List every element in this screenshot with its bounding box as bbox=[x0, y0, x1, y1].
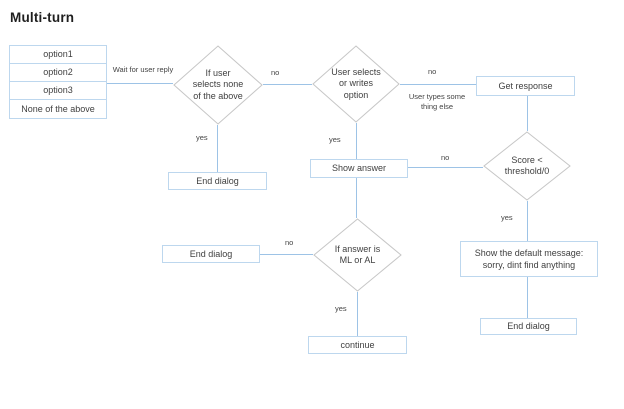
edge-decision2-to-showanswer bbox=[356, 123, 357, 160]
end-dialog-3-node: End dialog bbox=[480, 318, 577, 335]
edge-label-yes-4: yes bbox=[335, 304, 347, 313]
option-row: option3 bbox=[10, 82, 106, 100]
diamond-shape bbox=[173, 45, 263, 125]
edge-decision4-to-enddialog2 bbox=[260, 254, 313, 255]
show-answer-node: Show answer bbox=[310, 159, 408, 178]
edge-decision1-to-enddialog1 bbox=[217, 125, 218, 172]
decision-user-selects-label: User selects or writes option bbox=[331, 67, 381, 100]
edge-showanswer-to-decision4 bbox=[356, 178, 357, 218]
option-row: option1 bbox=[10, 46, 106, 64]
edge-label-user-types-else: User types some thing else bbox=[408, 92, 466, 112]
edge-label-yes-3: yes bbox=[501, 213, 513, 222]
edge-label-wait-for-user-reply: Wait for user reply bbox=[112, 65, 174, 74]
diamond-shape bbox=[313, 218, 402, 292]
decision-answer-ml-label: If answer is ML or AL bbox=[334, 243, 381, 265]
diamond-shape bbox=[312, 45, 400, 123]
edge-label-no-2: no bbox=[428, 67, 437, 76]
diamond-shape bbox=[483, 131, 571, 201]
edge-getresponse-to-decision3 bbox=[527, 96, 528, 131]
get-response-node: Get response bbox=[476, 76, 575, 96]
decision-user-selects-node: User selects or writes option bbox=[312, 45, 400, 123]
decision-answer-ml-node: If answer is ML or AL bbox=[313, 218, 402, 292]
page-title: Multi-turn bbox=[10, 10, 75, 25]
end-dialog-2-node: End dialog bbox=[162, 245, 260, 263]
edge-decision1-to-decision2 bbox=[263, 84, 312, 85]
edge-label-yes-1: yes bbox=[196, 133, 208, 142]
continue-node: continue bbox=[308, 336, 407, 354]
decision-score-node: Score < threshold/0 bbox=[483, 131, 571, 201]
edge-label-no-1: no bbox=[271, 68, 280, 77]
edge-decision3-to-defaultmessage bbox=[527, 201, 528, 241]
edge-label-yes-2: yes bbox=[329, 135, 341, 144]
edge-decision3-to-showanswer bbox=[408, 167, 483, 168]
end-dialog-1-node: End dialog bbox=[168, 172, 267, 190]
edge-label-no-4: no bbox=[285, 238, 294, 247]
edge-label-no-3: no bbox=[441, 153, 450, 162]
decision-score-label: Score < threshold/0 bbox=[504, 154, 550, 176]
edge-table-to-decision1 bbox=[107, 83, 173, 84]
decision-none-selected-node: If user selects none of the above bbox=[173, 45, 263, 125]
edge-decision2-to-getresponse bbox=[400, 84, 476, 85]
option-row: option2 bbox=[10, 64, 106, 82]
edge-decision4-to-continue bbox=[357, 292, 358, 336]
decision-none-selected-label: If user selects none of the above bbox=[192, 68, 244, 101]
edge-defaultmessage-to-enddialog3 bbox=[527, 277, 528, 318]
option-row: None of the above bbox=[10, 100, 106, 118]
default-message-node: Show the default message: sorry, dint fi… bbox=[460, 241, 598, 277]
options-table: option1 option2 option3 None of the abov… bbox=[9, 45, 107, 119]
